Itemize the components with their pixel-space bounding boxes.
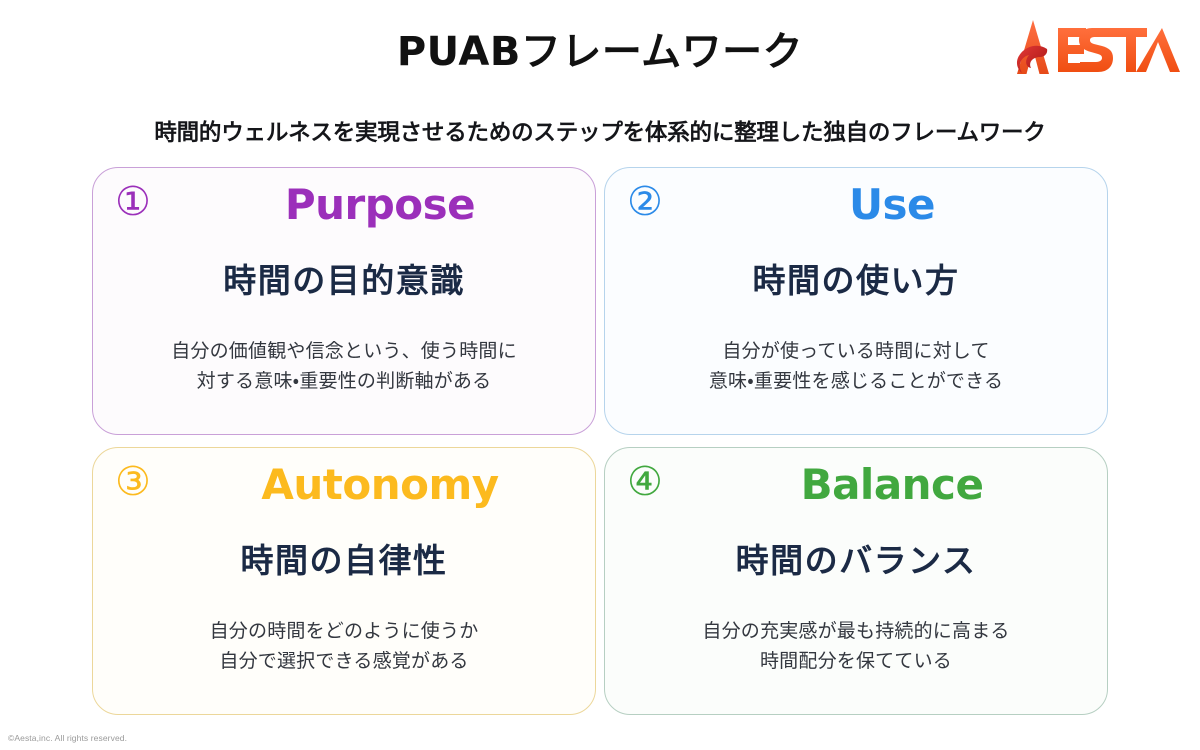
card-en-title-4: Balance [800, 460, 984, 509]
aesta-logo-icon [1016, 20, 1180, 74]
card-number-1: ① [115, 179, 151, 225]
card-en-title-2: Use [848, 180, 936, 229]
card-en-title-3: Autonomy [261, 460, 499, 509]
page-title: PUABフレームワーク [396, 29, 804, 75]
card-jp-title-2: 時間の使い方 [752, 261, 960, 300]
page-subtitle: 時間的ウェルネスを実現させるためのステップを体系的に整理した独自のフレームワーク [154, 120, 1046, 146]
card-number-2: ② [627, 179, 663, 225]
card-purpose[interactable]: ① Purpose 時間の目的意識 自分の価値観や信念という、使う時間に 対する… [92, 167, 596, 435]
card-jp-title-1: 時間の目的意識 [223, 261, 465, 300]
card-number-4: ④ [627, 459, 663, 505]
footer-copyright: ©Aesta,inc. All rights reserved. [8, 733, 128, 743]
card-description-2: 自分が使っている時間に対して 意味・重要性を感じることができる [708, 340, 1004, 393]
aesta-logo [1002, 16, 1180, 78]
card-en-title-1: Purpose [284, 180, 476, 229]
framework-card-grid: ① Purpose 時間の目的意識 自分の価値観や信念という、使う時間に 対する… [92, 167, 1108, 715]
card-use[interactable]: ② Use 時間の使い方 自分が使っている時間に対して 意味・重要性を感じること… [604, 167, 1108, 435]
card-autonomy[interactable]: ③ Autonomy 時間の自律性 自分の時間をどのように使うか 自分で選択でき… [92, 447, 596, 715]
card-description-1: 自分の価値観や信念という、使う時間に 対する意味・重要性の判断軸がある [171, 340, 517, 393]
card-description-4: 自分の充実感が最も持続的に高まる 時間配分を保てている [702, 620, 1010, 673]
card-number-3: ③ [115, 459, 151, 505]
card-jp-title-4: 時間のバランス [735, 541, 977, 580]
card-jp-title-3: 時間の自律性 [240, 541, 448, 580]
card-balance[interactable]: ④ Balance 時間のバランス 自分の充実感が最も持続的に高まる 時間配分を… [604, 447, 1108, 715]
card-description-3: 自分の時間をどのように使うか 自分で選択できる感覚がある [209, 620, 479, 673]
